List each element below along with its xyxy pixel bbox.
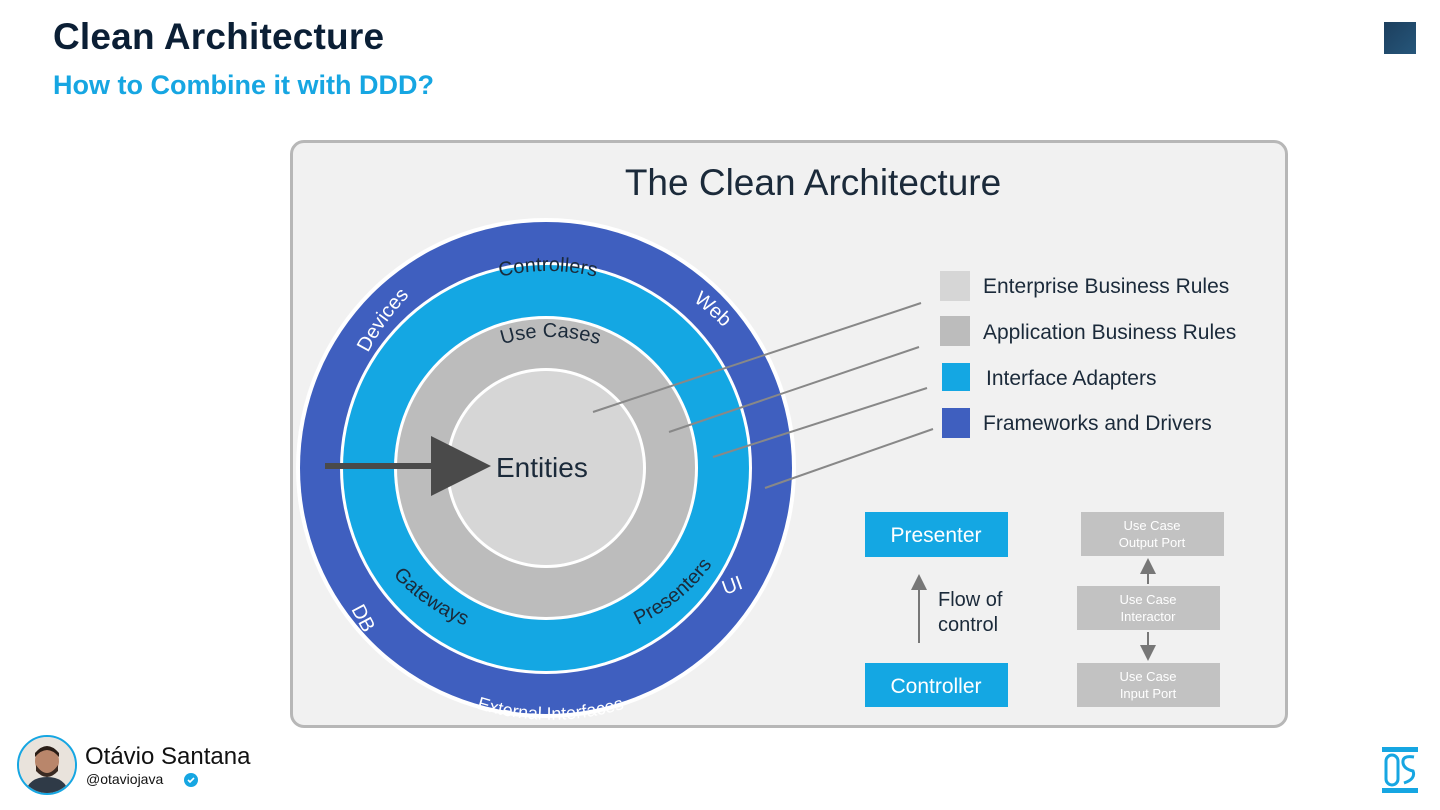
os-logo-icon (1382, 747, 1418, 793)
controller-label: Controller (890, 675, 981, 698)
output-port-line2: Output Port (1119, 535, 1186, 550)
legend-swatch-enterprise (940, 271, 970, 301)
legend-leader-adapters (712, 387, 928, 458)
output-port-line1: Use Case (1123, 518, 1180, 533)
entities-core (449, 371, 643, 565)
legend: Enterprise Business Rules Application Bu… (940, 271, 1236, 438)
diagram-canvas: Devices Web Controllers Use Cases Gatewa… (296, 162, 1236, 724)
input-port-line1: Use Case (1119, 669, 1176, 684)
entities-label: Entities (496, 452, 588, 483)
flow-label-line1: Flow of (938, 589, 1003, 611)
legend-swatch-adapters (942, 363, 970, 391)
legend-leader-enterprise (592, 302, 922, 413)
slide-title: Clean Architecture (53, 16, 385, 57)
clean-architecture-diagram: Devices Web Controllers Use Cases Gatewa… (290, 140, 1288, 728)
input-port-line2: Input Port (1120, 686, 1177, 701)
author-avatar (17, 735, 77, 795)
legend-label-frameworks: Frameworks and Drivers (983, 412, 1212, 435)
corner-brand-square (1384, 22, 1416, 54)
output-port-box (1081, 512, 1224, 556)
avatar-portrait-icon (19, 737, 75, 793)
verified-badge-icon (184, 773, 198, 787)
interactor-box (1077, 586, 1220, 630)
legend-swatch-application (940, 316, 970, 346)
diagram-heading: The Clean Architecture (625, 162, 1001, 203)
interactor-line1: Use Case (1119, 592, 1176, 607)
slide-subtitle: How to Combine it with DDD? (53, 70, 434, 100)
author-handle: @otaviojava (86, 771, 164, 787)
legend-swatch-frameworks (942, 408, 970, 438)
presenter-label: Presenter (890, 524, 981, 547)
controller-box (865, 663, 1008, 707)
legend-label-enterprise: Enterprise Business Rules (983, 275, 1229, 298)
flow-label-line2: control (938, 614, 998, 636)
input-port-box (1077, 663, 1220, 707)
legend-label-adapters: Interface Adapters (986, 367, 1156, 390)
presenter-box (865, 512, 1008, 557)
legend-leader-application (668, 346, 920, 433)
interactor-line2: Interactor (1121, 609, 1177, 624)
legend-leader-frameworks (764, 428, 934, 489)
author-name: Otávio Santana (85, 743, 251, 770)
legend-label-application: Application Business Rules (983, 321, 1236, 344)
